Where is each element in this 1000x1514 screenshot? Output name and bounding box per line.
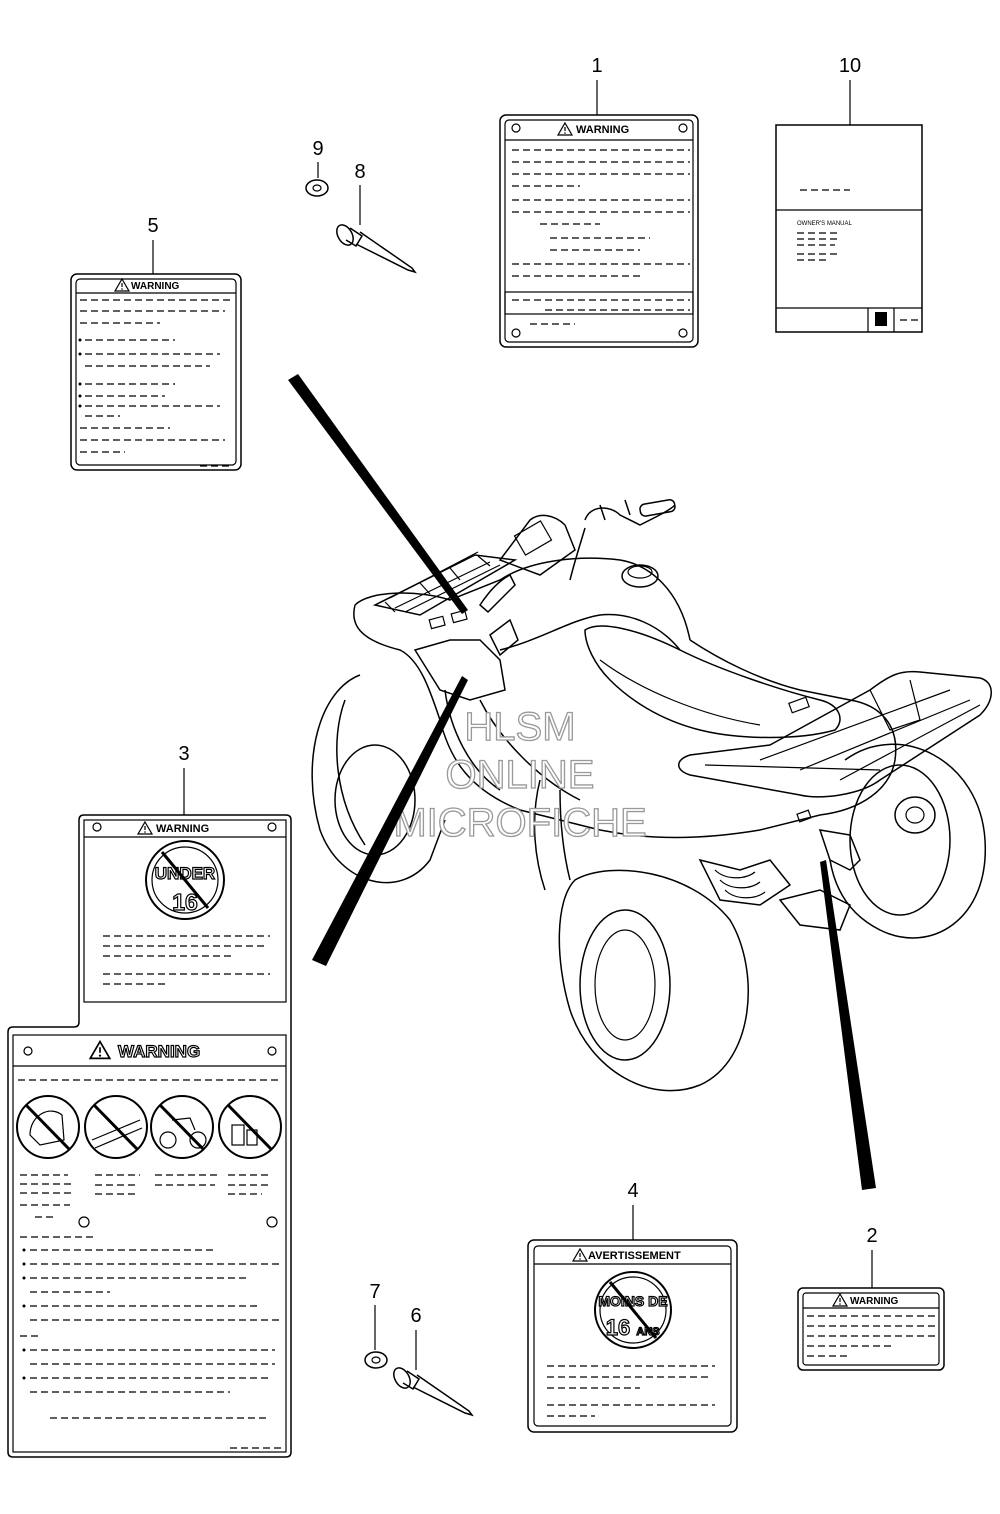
svg-text:10: 10 (839, 55, 861, 77)
watermark-line-3: MICROFICHE (393, 801, 646, 845)
moins-de-16-ans-icon: MOINS DE 16 ANS (594, 1271, 672, 1349)
svg-text:4: 4 (627, 1180, 638, 1202)
svg-text:9: 9 (312, 138, 323, 160)
label-5-title: WARNING (131, 281, 180, 292)
rear-rack (678, 670, 992, 798)
label-3-lower-title: WARNING (118, 1042, 200, 1061)
rivet-8 (336, 224, 417, 274)
callout-9: 9 (312, 138, 324, 178)
callout-3: 3 (178, 743, 190, 815)
under-text: UNDER (155, 864, 215, 883)
callout-5: 5 (147, 215, 159, 274)
owners-manual-title: OWNER'S MANUAL (797, 221, 852, 227)
leader-line-2 (820, 860, 876, 1190)
atv-body (353, 557, 936, 931)
svg-text:8: 8 (354, 161, 365, 183)
rivet-6 (393, 1367, 474, 1417)
handlebar (479, 499, 676, 657)
svg-text:3: 3 (178, 743, 189, 765)
label-5-warning: WARNING (70, 273, 242, 471)
svg-text:1: 1 (591, 55, 602, 77)
watermark-line-1: HLSM (464, 705, 575, 749)
label-3-warning: WARNING UNDER 16 WARNING (7, 814, 292, 1458)
no-passenger-icon (150, 1095, 214, 1159)
svg-text:6: 6 (410, 1305, 421, 1327)
label-4-title: AVERTISSEMENT (588, 1250, 681, 1262)
age-16-text-fr: 16 (606, 1315, 630, 1340)
watermark: HLSM ONLINE MICROFICHE (393, 704, 648, 845)
label-1-title: WARNING (576, 124, 629, 136)
callout-10: 10 (839, 55, 861, 125)
no-pavement-icon (84, 1095, 148, 1159)
leader-line-3 (312, 676, 468, 966)
owners-manual-10: OWNER'S MANUAL (775, 124, 923, 333)
under-16-icon: UNDER 16 (145, 840, 225, 920)
callout-6: 6 (410, 1305, 422, 1370)
callout-1: 1 (591, 55, 603, 115)
label-3-title: WARNING (156, 823, 209, 835)
svg-text:5: 5 (147, 215, 158, 237)
callout-7: 7 (369, 1281, 381, 1350)
label-4-avertissement: AVERTISSEMENT MOINS DE 16 ANS (527, 1239, 738, 1433)
rear-wheel-right (829, 743, 986, 939)
no-alcohol-icon (218, 1095, 282, 1159)
callout-4: 4 (627, 1180, 639, 1240)
svg-text:7: 7 (369, 1281, 380, 1303)
watermark-line-2: ONLINE (446, 753, 595, 797)
label-1-warning: WARNING (499, 114, 699, 348)
callout-8: 8 (354, 161, 366, 225)
washer-7 (364, 1351, 388, 1369)
label-2-warning: WARNING (797, 1287, 945, 1371)
label-2-title: WARNING (850, 1296, 899, 1307)
svg-text:2: 2 (866, 1225, 877, 1247)
age-16-text: 16 (172, 889, 198, 915)
leader-line-5 (288, 374, 468, 614)
callout-2: 2 (866, 1225, 878, 1288)
rear-wheel-front (558, 869, 749, 1092)
brand-logo-icon (875, 312, 887, 326)
atv-illustration (311, 499, 992, 1092)
moins-de-text: MOINS DE (598, 1293, 667, 1309)
no-helmet-icon (16, 1095, 80, 1159)
washer-9 (305, 179, 329, 197)
